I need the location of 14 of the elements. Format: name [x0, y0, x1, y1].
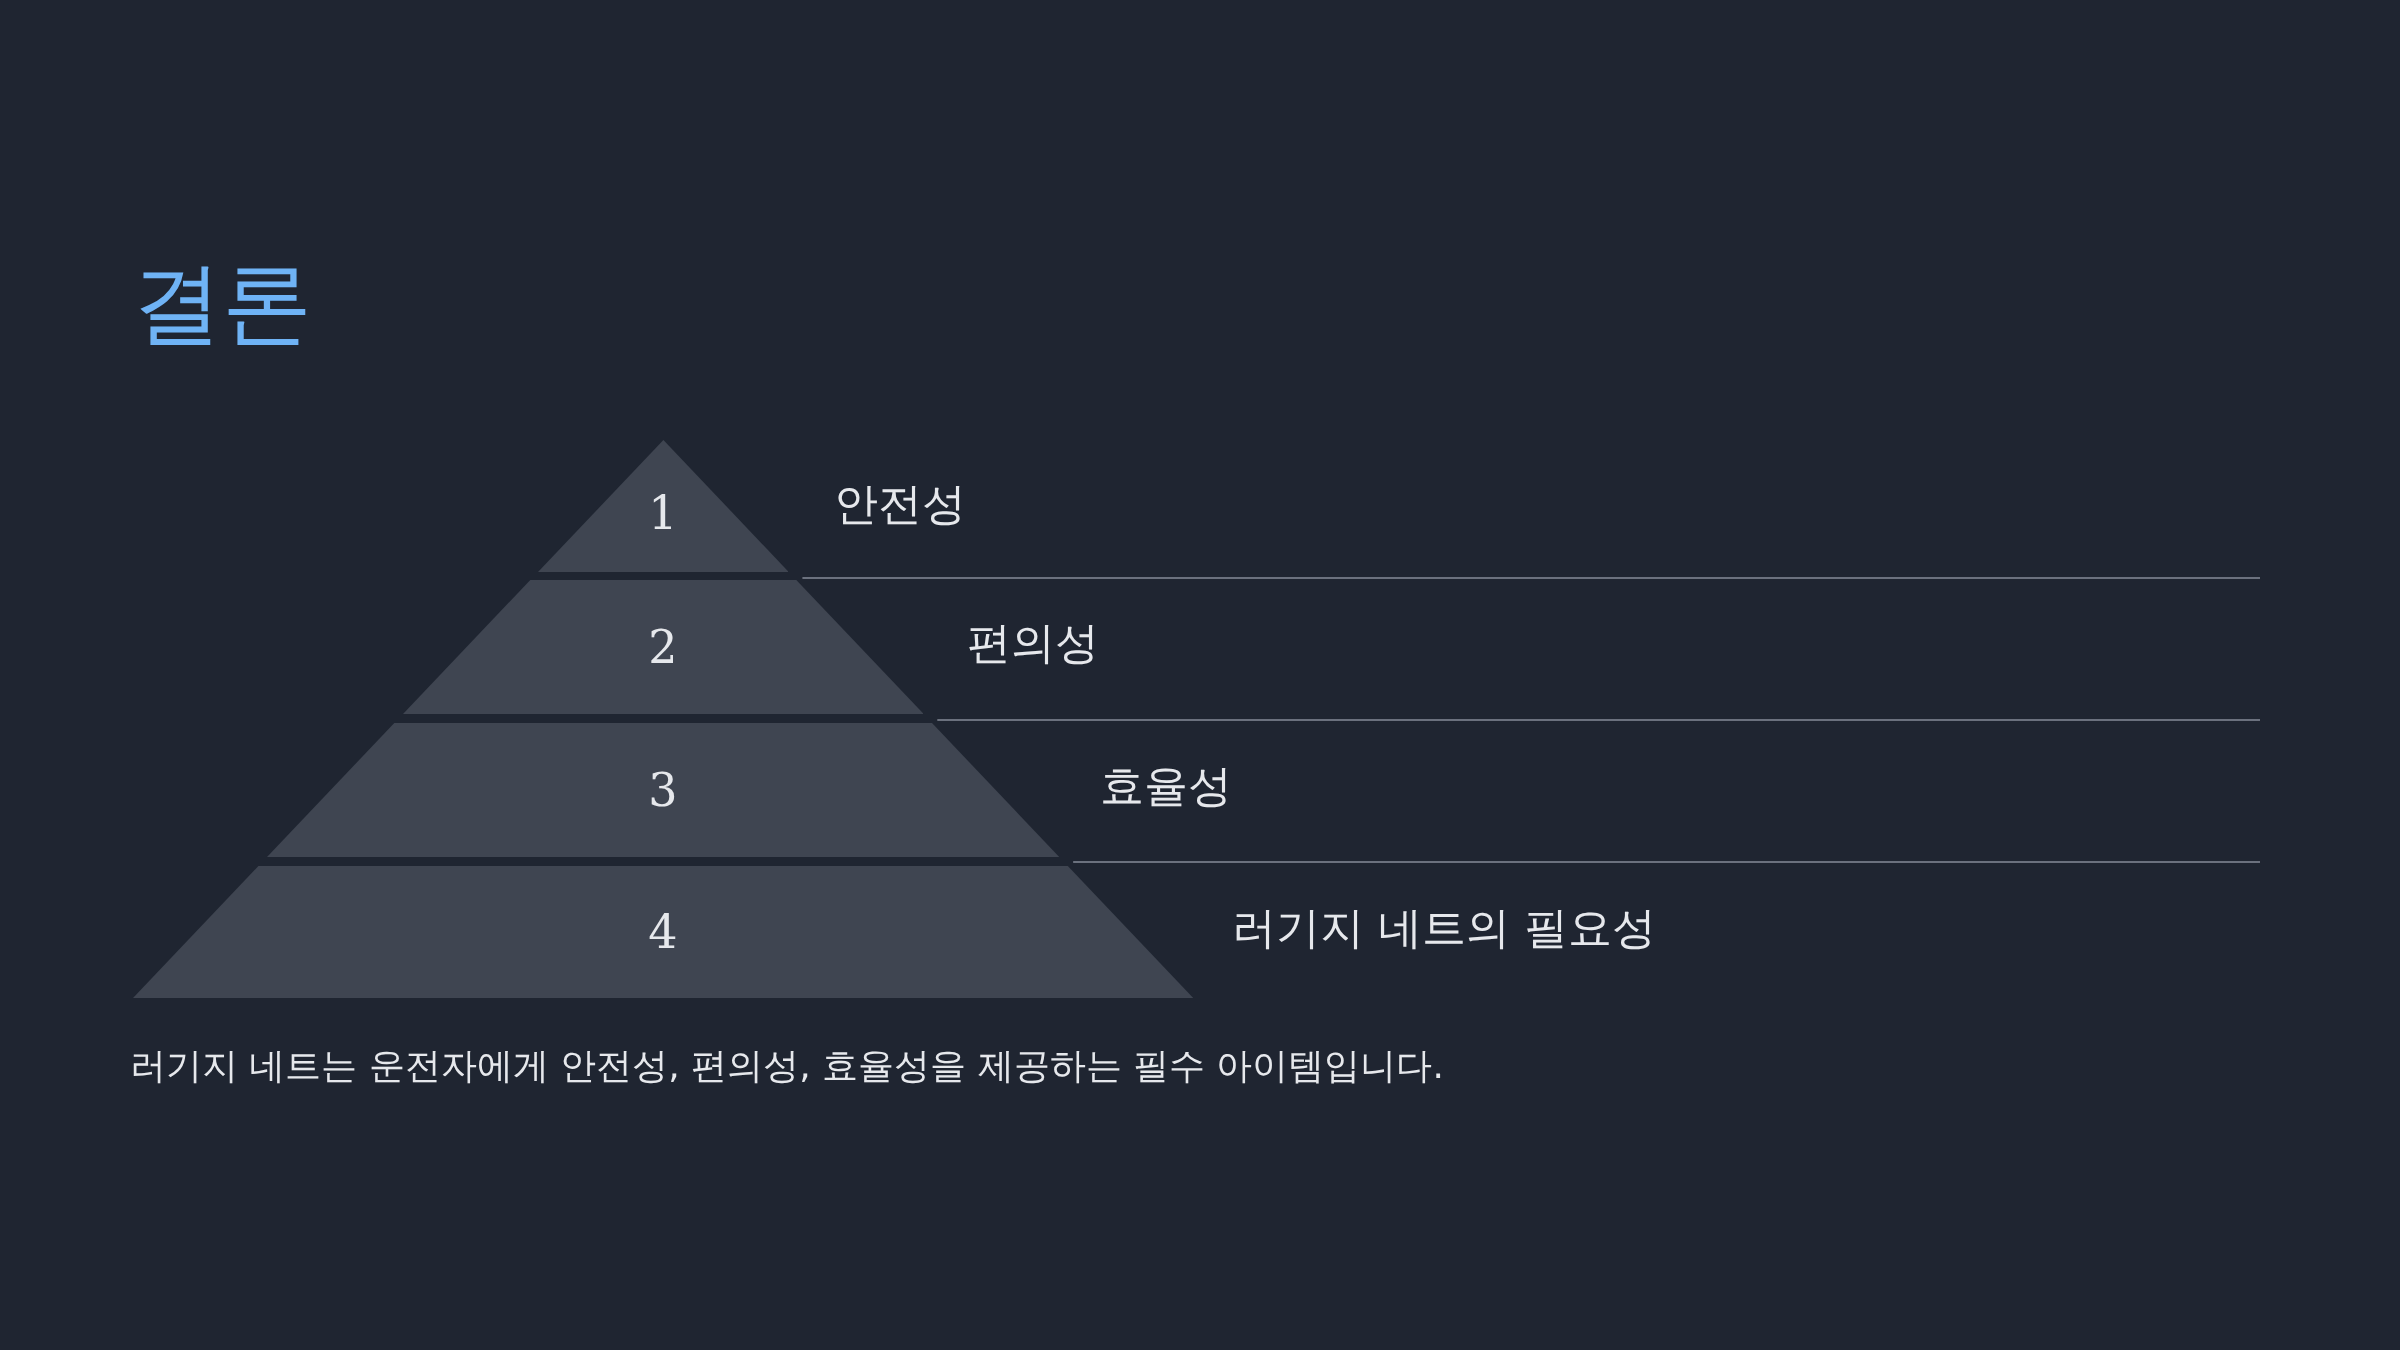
- layer-number: 2: [647, 624, 679, 670]
- pyramid-layer: [537, 440, 789, 572]
- pyramid-layer: [266, 723, 1060, 857]
- layer-number: 4: [647, 909, 679, 955]
- layer-label: 효율성: [1100, 764, 1232, 808]
- layer-number: 3: [647, 767, 679, 813]
- pyramid-layer: [402, 580, 924, 714]
- pyramid-layer: [132, 866, 1194, 998]
- layer-number: 1: [647, 489, 679, 536]
- slide-title: 결론: [132, 258, 312, 348]
- layer-label: 러기지 네트의 필요성: [1232, 906, 1656, 950]
- caption: 러기지 네트는 운전자에게 안전성, 편의성, 효율성을 제공하는 필수 아이템입니다.: [130, 1044, 1444, 1088]
- layer-label: 안전성: [834, 482, 966, 526]
- layer-label: 편의성: [967, 621, 1099, 665]
